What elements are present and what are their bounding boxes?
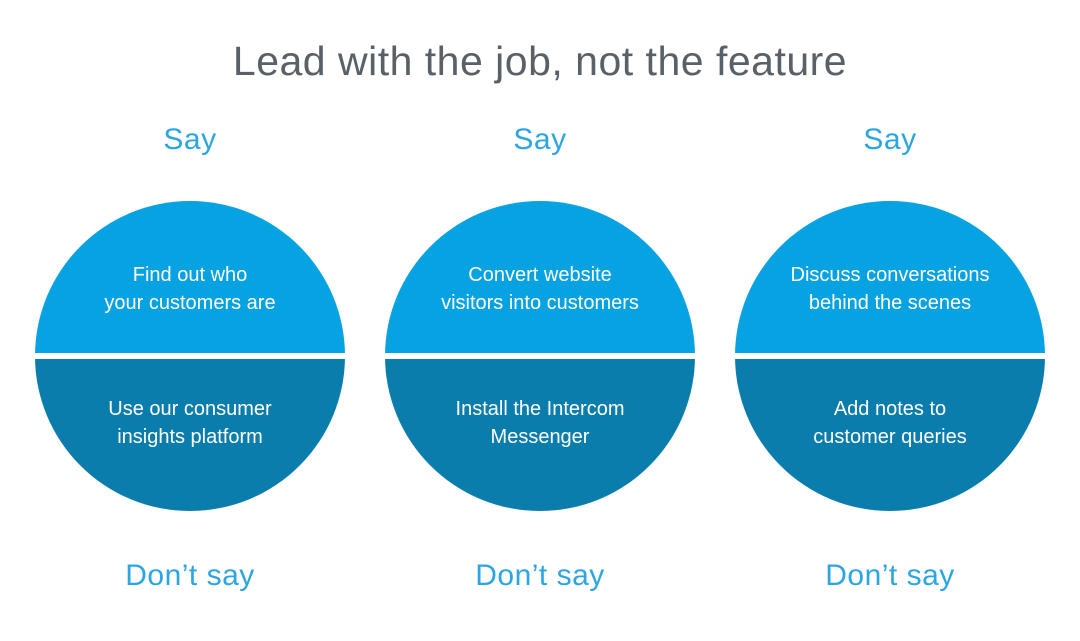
circle-divider bbox=[735, 353, 1045, 359]
column-3: Say Discuss conversations behind the sce… bbox=[735, 85, 1045, 595]
column-1: Say Find out who your customers are Use … bbox=[35, 85, 345, 595]
dont-say-text: Add notes to customer queries bbox=[735, 359, 1045, 511]
say-label: Say bbox=[163, 123, 217, 156]
columns-row: Say Find out who your customers are Use … bbox=[0, 85, 1080, 595]
say-dont-say-circle: Convert website visitors into customers … bbox=[385, 201, 695, 511]
circle-divider bbox=[35, 353, 345, 359]
dont-say-text: Use our consumer insights platform bbox=[35, 359, 345, 511]
circle-divider bbox=[385, 353, 695, 359]
say-dont-say-circle: Find out who your customers are Use our … bbox=[35, 201, 345, 511]
say-dont-say-circle: Discuss conversations behind the scenes … bbox=[735, 201, 1045, 511]
page-title: Lead with the job, not the feature bbox=[232, 38, 848, 84]
say-label: Say bbox=[513, 123, 567, 156]
dont-say-label: Don’t say bbox=[825, 559, 955, 592]
dont-say-text: Install the Intercom Messenger bbox=[385, 359, 695, 511]
dont-say-label: Don’t say bbox=[475, 559, 605, 592]
dont-say-label: Don’t say bbox=[125, 559, 255, 592]
say-label: Say bbox=[863, 123, 917, 156]
say-text: Convert website visitors into customers bbox=[385, 201, 695, 353]
say-text: Discuss conversations behind the scenes bbox=[735, 201, 1045, 353]
column-2: Say Convert website visitors into custom… bbox=[385, 85, 695, 595]
say-text: Find out who your customers are bbox=[35, 201, 345, 353]
